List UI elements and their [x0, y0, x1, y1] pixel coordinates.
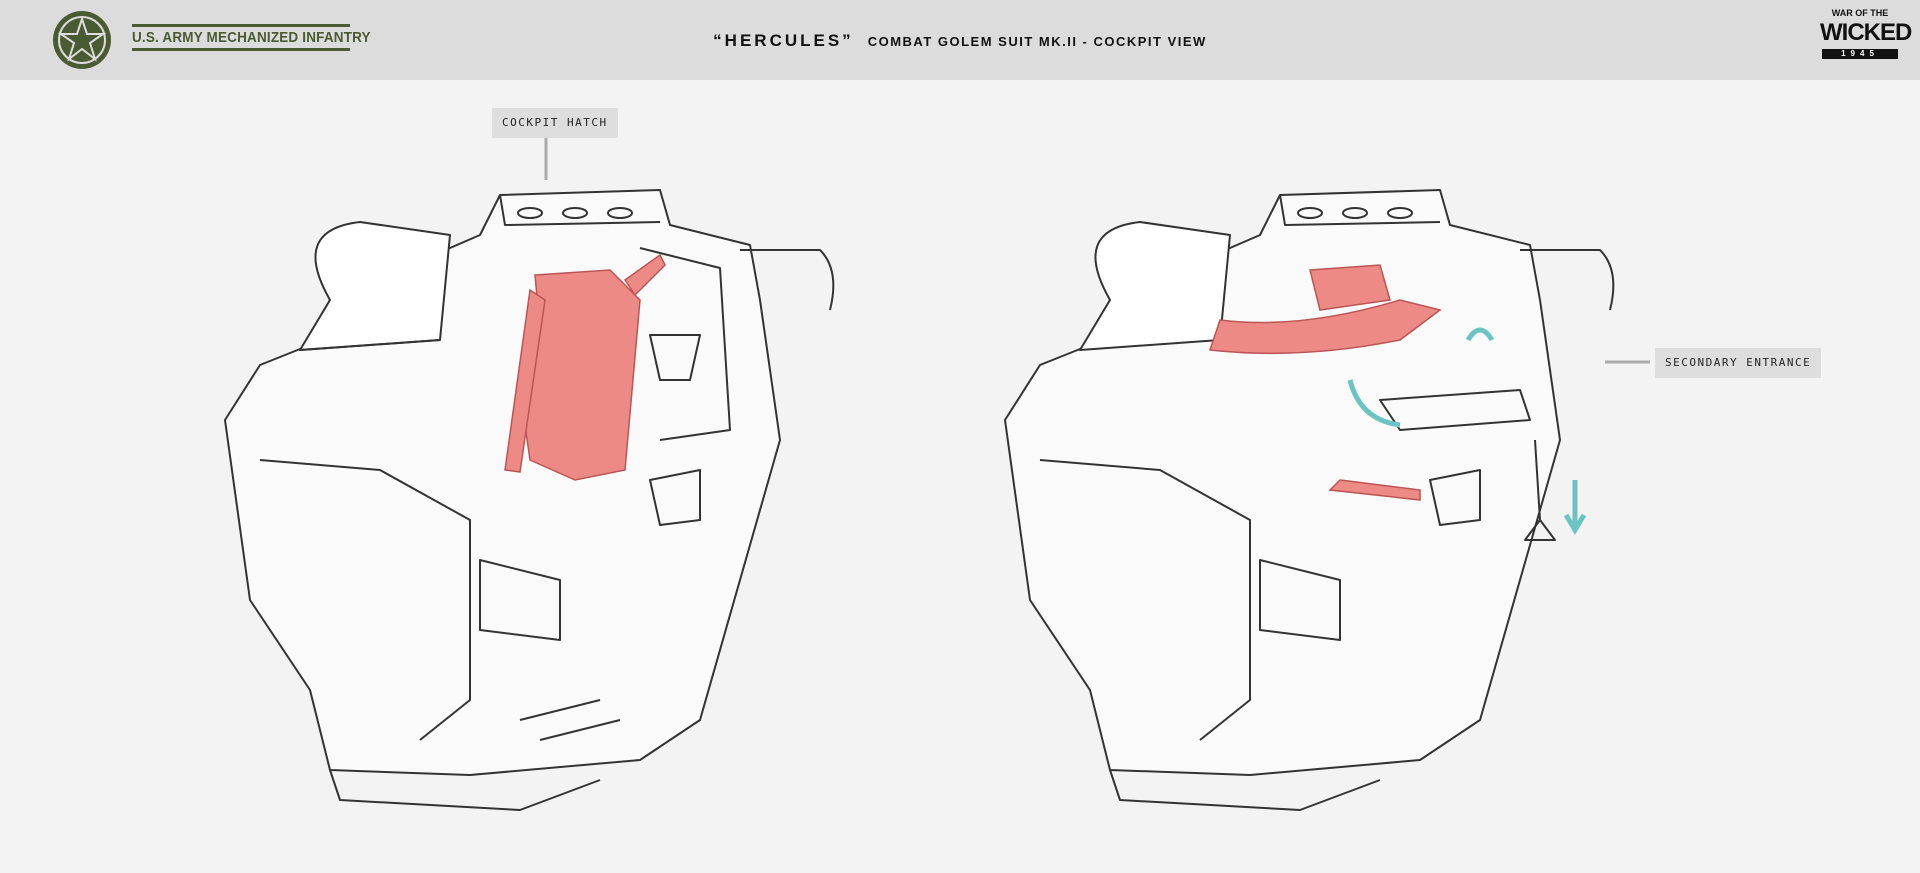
logo-line-1: WAR OF THE	[1831, 8, 1889, 18]
logo-year: 1945	[1822, 49, 1898, 59]
game-logo: WAR OF THE WICKED 1945	[1820, 8, 1912, 59]
cockpit-view-hatch-open	[1004, 189, 1650, 811]
title-subtitle: COMBAT GOLEM SUIT MK.II - COCKPIT VIEW	[867, 34, 1207, 49]
army-star-emblem-icon	[53, 11, 111, 69]
seat-harness-upright	[504, 253, 666, 481]
header-bar: U.S. ARMY MECHANIZED INFANTRY “HERCULES”…	[0, 0, 1920, 80]
swing-arrow-icon	[1347, 379, 1401, 428]
cockpit-view-hatch-closed	[224, 138, 835, 811]
rotate-arrow-icon	[1465, 327, 1495, 342]
title-name: “HERCULES”	[713, 31, 854, 50]
movement-arrows	[1347, 327, 1587, 535]
seat-harness-raised	[1208, 264, 1442, 501]
page-title: “HERCULES” COMBAT GOLEM SUIT MK.II - COCK…	[713, 30, 1207, 53]
callout-cockpit-hatch: COCKPIT HATCH	[492, 108, 618, 138]
callout-secondary-entrance: SECONDARY ENTRANCE	[1655, 348, 1822, 378]
unit-name: U.S. ARMY MECHANIZED INFANTRY	[132, 29, 371, 46]
logo-line-2: WICKED	[1820, 19, 1912, 46]
unit-name-banner: U.S. ARMY MECHANIZED INFANTRY	[132, 24, 371, 51]
